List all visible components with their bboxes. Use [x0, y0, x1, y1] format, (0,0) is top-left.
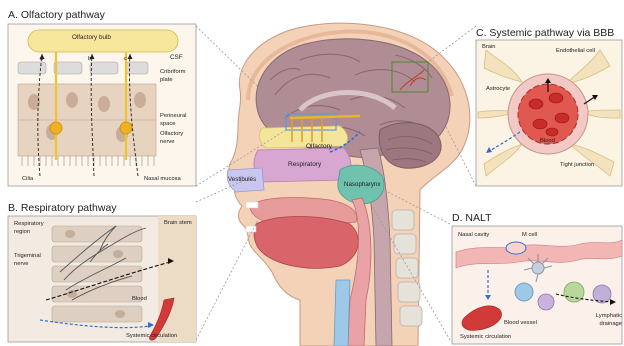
panel-b-title: B. Respiratory pathway — [8, 202, 117, 214]
label-perineural: Perineural space — [160, 112, 194, 128]
olfactory-zone — [259, 126, 347, 148]
label-route-c: c — [124, 56, 127, 62]
head-label-nasopharynx: Nasopharynx — [344, 181, 380, 188]
label-astrocyte: Astrocyte — [486, 86, 510, 92]
panel-d-title: D. NALT — [452, 212, 491, 224]
cerebellum — [379, 123, 441, 169]
label-blood-b: Blood — [132, 296, 147, 302]
label-respiratory-region: Respiratory region — [14, 220, 54, 236]
label-nasal-mucosa: Nasal mucosa — [144, 176, 181, 182]
label-olfactory-nerve: Olfactory nerve — [160, 130, 194, 146]
label-m-cell: M cell — [522, 232, 537, 238]
head-label-vestibules: Vestibules — [228, 176, 256, 183]
label-nasal-cavity: Nasal cavity — [458, 232, 489, 238]
head-label-olfactory: Olfactory — [306, 143, 332, 150]
label-trigeminal: Trigeminal nerve — [14, 252, 54, 268]
panel-a-title: A. Olfactory pathway — [8, 9, 105, 21]
label-route-a: a — [40, 56, 43, 62]
label-cribriform: Cribriform plate — [160, 68, 194, 84]
label-blood-vessel: Blood vessel — [504, 320, 537, 326]
label-olfactory-bulb: Olfactory bulb — [72, 34, 111, 41]
label-systemic-d: Systemic circulation — [460, 334, 511, 340]
label-csf: CSF — [170, 54, 183, 61]
label-lymphatic: Lymphatic drainage — [588, 312, 622, 328]
label-blood-c: Blood — [540, 138, 555, 144]
label-endothelial: Endothelial cell — [556, 48, 595, 54]
label-route-b: b — [88, 56, 91, 62]
label-tight-junction: Tight junction — [560, 162, 594, 168]
panel-c-title: C. Systemic pathway via BBB — [476, 27, 614, 39]
label-systemic-b: Systemic circulation — [126, 333, 177, 339]
label-brain: Brain — [482, 44, 496, 50]
head-label-respiratory: Respiratory — [288, 161, 321, 168]
label-brain-stem: Brain stem — [164, 219, 194, 227]
label-cilia: Cilia — [22, 176, 33, 182]
